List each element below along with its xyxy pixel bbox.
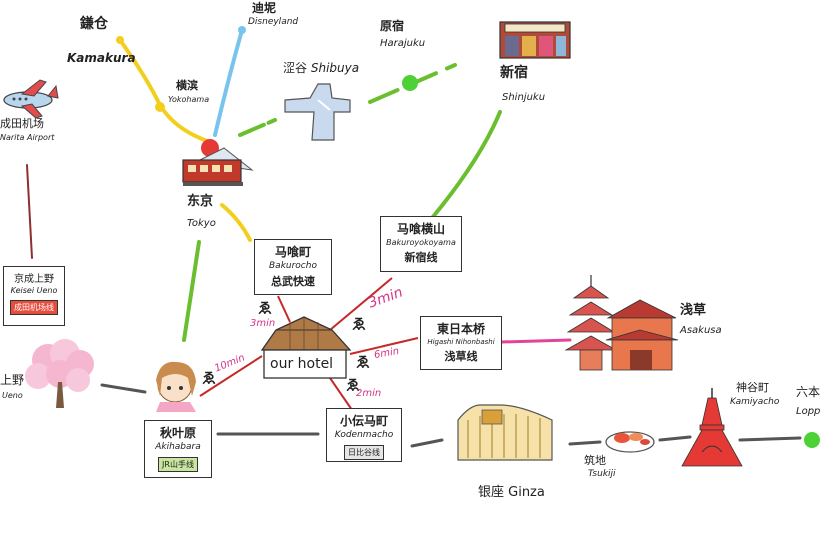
disneyland-label-en: Disneyland	[248, 17, 299, 27]
station-box-akihabara[interactable]: 秋叶原 Akihabara JR山手线	[144, 420, 212, 478]
station-box-bakurocho[interactable]: 马喰町 Bakurocho 总武快速	[254, 239, 332, 295]
station-box-bakuroyokoyama[interactable]: 马喰横山 Bakuroyokoyama 新宿线	[380, 216, 462, 272]
walk-icon-higashi: ゑ	[356, 355, 370, 371]
shibuya-label: 涩谷 Shibuya	[283, 61, 360, 75]
anime-girl-icon	[156, 361, 196, 412]
walk-icon-akihabara: ゑ	[202, 371, 216, 387]
line-kamiyacho-roppongi	[738, 436, 802, 442]
rail-lines	[26, 28, 802, 448]
ginza-building-icon	[457, 404, 553, 461]
higashi-nihonbashi-cn: 東日本桥	[436, 322, 485, 336]
higashi-nihonbashi-line: 浅草线	[444, 350, 478, 363]
kodenmacho-cn: 小伝马町	[339, 414, 388, 428]
bakuroyokoyama-cn: 马喰横山	[396, 222, 445, 236]
hotel-label: our hotel	[270, 356, 334, 372]
tokyo-label-cn: 东京	[187, 194, 214, 209]
bakuroyokoyama-en: Bakuroyokoyama	[386, 238, 456, 247]
station-box-keisei-ueno[interactable]: 京成上野 Keisei Ueno 成田机场线	[3, 266, 65, 326]
narita-label-en: Narita Airport	[0, 133, 55, 142]
walk-icon-bakurocho: ゑ	[258, 301, 272, 317]
roppongi-label-en: Loppongi	[796, 406, 820, 417]
walk-time-bakurocho: 3min	[250, 318, 276, 329]
walk-hotel-higashi	[349, 337, 419, 355]
sushi-plate-icon	[605, 431, 655, 453]
bakurocho-cn: 马喰町	[274, 245, 311, 259]
higashi-nihonbashi-en: Higashi Nihonbashi	[427, 338, 495, 346]
line-tokyo-shibuya	[238, 118, 277, 137]
walk-icon-bakuroyokoyama: ゑ	[352, 317, 366, 333]
station-box-higashi-nihonbashi[interactable]: 東日本桥 Higashi Nihonbashi 浅草线	[420, 316, 502, 370]
bakuroyokoyama-line: 新宿线	[404, 251, 438, 264]
ginza-label: 银座 Ginza	[478, 485, 545, 500]
narita-label-cn: 成田机场	[0, 117, 44, 130]
akihabara-cn: 秋叶原	[159, 426, 196, 440]
line-tokyo-akihabara	[182, 240, 201, 342]
harajuku-label-cn: 原宿	[380, 19, 405, 33]
roppongi-dot	[804, 432, 820, 448]
harajuku-dot	[402, 75, 418, 91]
line-ginza-tsukiji	[568, 440, 602, 446]
kamiyacho-label-en: Kamiyacho	[730, 397, 780, 407]
keisei-ueno-cn: 京成上野	[14, 274, 54, 285]
line-kodenmacho-ginza	[410, 438, 444, 448]
walk-hotel-akihabara	[199, 355, 263, 397]
shinjuku-label-en: Shinjuku	[502, 92, 546, 103]
ueno-label-cn: 上野	[0, 373, 25, 387]
ueno-label-en: Ueno	[2, 391, 23, 400]
shibuya-crossing-icon	[284, 83, 351, 141]
walk-icon-kodenmacho: ゑ	[346, 378, 360, 394]
station-box-kodenmacho[interactable]: 小伝马町 Kodenmacho 日比谷线	[326, 408, 402, 462]
akihabara-line-tag: JR山手线	[158, 457, 198, 472]
disneyland-dot	[238, 26, 246, 34]
kodenmacho-en: Kodenmacho	[334, 430, 394, 440]
walk-hotel-bakurocho	[277, 295, 291, 323]
tsukiji-label-en: Tsukiji	[588, 469, 616, 479]
line-shinjuku-bakuroyokoyama	[430, 110, 502, 220]
harajuku-label-en: Harajuku	[380, 38, 426, 49]
roppongi-label-cn: 六本木	[796, 385, 820, 399]
tokyo-label-en: Tokyo	[187, 218, 216, 229]
walk-time-kodenmacho: 2min	[356, 388, 382, 399]
kamiyacho-label-cn: 神谷町	[736, 381, 769, 394]
yokohama-label-en: Yokohama	[168, 95, 210, 104]
tokyo-tower-icon	[681, 388, 743, 467]
disneyland-label-cn: 迪坭	[252, 1, 277, 15]
kamakura-label-cn: 鎌仓	[80, 16, 108, 32]
airplane-icon	[3, 79, 59, 119]
shinjuku-building-icon	[499, 21, 571, 59]
tokyo-station-icon	[182, 139, 254, 186]
keisei-ueno-line-tag: 成田机场线	[10, 300, 58, 315]
yokohama-dot	[155, 102, 165, 112]
tsukiji-label-cn: 筑地	[584, 454, 606, 467]
cherry-blossom-icon	[25, 339, 94, 408]
shinjuku-label-cn: 新宿	[500, 65, 528, 81]
bakurocho-en: Bakurocho	[269, 261, 317, 271]
line-disneyland-tokyo	[213, 28, 244, 137]
asakusa-label-en: Asakusa	[680, 325, 722, 336]
line-narita-keisei	[26, 164, 33, 259]
hotel-icon	[260, 316, 352, 379]
yokohama-label-cn: 横滨	[176, 79, 198, 92]
line-tsukiji-kamiyacho	[658, 435, 692, 442]
kamakura-dot	[116, 36, 124, 44]
walk-hotel-kodenmacho	[329, 377, 353, 411]
asakusa-label-cn: 浅草	[680, 303, 707, 318]
asakusa-temple-icon	[564, 275, 679, 371]
akihabara-en: Akihabara	[155, 442, 201, 452]
line-ueno-akihabara	[100, 383, 147, 394]
keisei-ueno-en: Keisei Ueno	[10, 286, 58, 295]
line-tokyo-bakurocho	[220, 203, 252, 242]
walk-hotel-bakuroyokoyama	[329, 277, 393, 331]
line-higashi-asakusa	[500, 338, 572, 344]
bakurocho-line: 总武快速	[271, 275, 315, 288]
kamakura-label-en: Kamakura	[67, 51, 136, 65]
kodenmacho-line-tag: 日比谷线	[344, 445, 384, 460]
